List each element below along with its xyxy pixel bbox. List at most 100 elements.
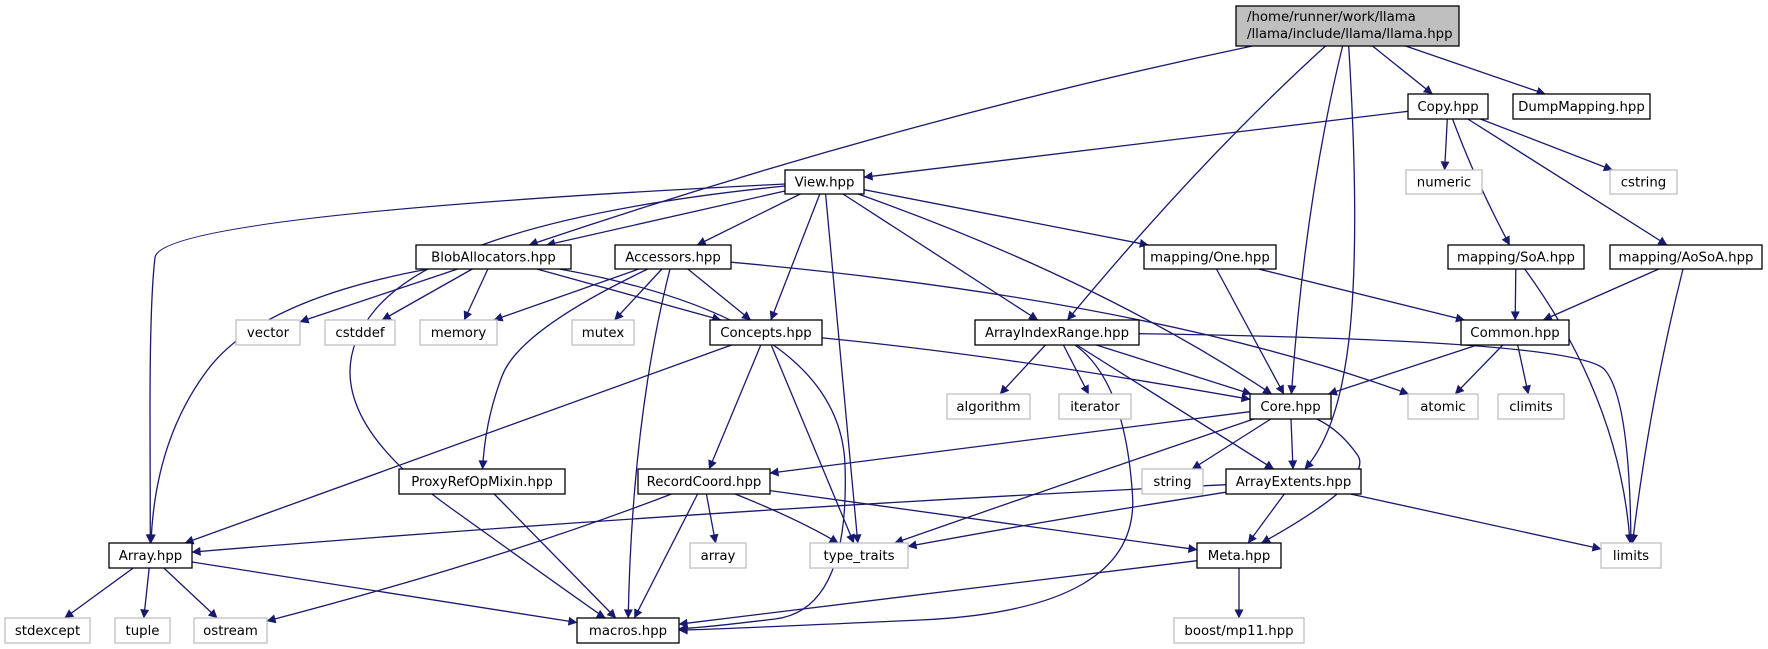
node-meta-hpp-label: Meta.hpp <box>1208 549 1271 564</box>
node-accessors-hpp-label: Accessors.hpp <box>625 251 721 266</box>
node-atomic[interactable]: atomic <box>1407 393 1479 420</box>
node-mutex[interactable]: mutex <box>571 319 635 346</box>
node-algorithm-label: algorithm <box>956 400 1020 415</box>
edge-air-to-core <box>1096 344 1252 396</box>
node-cstring[interactable]: cstring <box>1609 169 1678 195</box>
node-view-hpp-label: View.hpp <box>795 176 855 191</box>
edge-blob-to-vector <box>299 268 458 324</box>
node-llama-hpp-line2: /llama/include/llama/llama.hpp <box>1247 27 1453 42</box>
node-arrayextents-hpp[interactable]: ArrayExtents.hpp <box>1225 468 1362 495</box>
edge-view-to-core <box>857 193 1273 395</box>
node-iterator[interactable]: iterator <box>1058 393 1132 420</box>
node-algorithm[interactable]: algorithm <box>946 393 1031 420</box>
node-arrayindexrange-hpp[interactable]: ArrayIndexRange.hpp <box>974 319 1140 346</box>
edge-recordcoord-to-array <box>705 493 719 544</box>
edge-core-to-string <box>1191 418 1272 470</box>
node-cstddef[interactable]: cstddef <box>324 319 396 346</box>
edge-array_hpp-to-stdexcept <box>64 567 134 619</box>
node-meta-hpp[interactable]: Meta.hpp <box>1196 542 1282 569</box>
edge-root-to-dump <box>1405 45 1546 96</box>
node-mapping-one-hpp[interactable]: mapping/One.hpp <box>1143 244 1277 270</box>
edge-concepts-to-core <box>821 337 1251 403</box>
node-memory[interactable]: memory <box>419 319 498 346</box>
edge-extents-to-type_traits <box>907 491 1227 550</box>
edge-blob-to-array_hpp <box>146 268 429 544</box>
edge-mapone-to-common <box>1258 268 1465 323</box>
edge-extents-to-meta <box>1247 493 1285 544</box>
node-accessors-hpp[interactable]: Accessors.hpp <box>614 244 732 270</box>
node-macros-hpp[interactable]: macros.hpp <box>576 617 680 644</box>
node-limits[interactable]: limits <box>1600 542 1662 569</box>
edge-view-to-concepts <box>769 193 821 321</box>
node-view-hpp[interactable]: View.hpp <box>784 169 865 195</box>
edge-mapsoa-to-common <box>1510 268 1520 321</box>
edge-mapaosoa-to-limits <box>1629 268 1684 544</box>
node-dumpmapping-hpp-label: DumpMapping.hpp <box>1518 100 1645 115</box>
node-type-traits[interactable]: type_traits <box>809 542 909 569</box>
node-stdexcept-label: stdexcept <box>15 624 80 639</box>
node-proxyrefopmixin-hpp[interactable]: ProxyRefOpMixin.hpp <box>398 468 566 495</box>
node-mutex-label: mutex <box>582 326 625 341</box>
node-core-hpp[interactable]: Core.hpp <box>1249 393 1332 420</box>
edge-air-to-limits <box>1138 333 1636 544</box>
node-recordcoord-hpp[interactable]: RecordCoord.hpp <box>637 468 771 495</box>
node-common-hpp[interactable]: Common.hpp <box>1460 319 1570 346</box>
node-common-hpp-label: Common.hpp <box>1470 326 1559 341</box>
edge-view-to-accessors <box>696 193 801 246</box>
node-concepts-hpp-label: Concepts.hpp <box>720 326 811 341</box>
node-mapping-one-hpp-label: mapping/One.hpp <box>1150 251 1270 266</box>
edge-copy-to-numeric <box>1440 118 1450 171</box>
node-array-hpp[interactable]: Array.hpp <box>108 542 193 569</box>
edge-view-to-mapone <box>863 189 1149 248</box>
node-climits-label: climits <box>1509 400 1553 415</box>
edge-root-to-blob <box>528 45 1253 247</box>
node-type-traits-label: type_traits <box>823 549 894 564</box>
edge-accessors-to-concepts <box>687 268 752 321</box>
edge-mapone-to-core <box>1215 268 1285 395</box>
edge-concepts-to-type_traits <box>770 344 855 544</box>
node-mapping-soa-hpp[interactable]: mapping/SoA.hpp <box>1447 244 1585 270</box>
edge-array_hpp-to-ostream <box>163 567 218 619</box>
node-vector[interactable]: vector <box>235 319 301 346</box>
node-ostream-label: ostream <box>203 624 258 639</box>
node-arrayextents-hpp-label: ArrayExtents.hpp <box>1236 475 1352 490</box>
edge-root-to-air <box>1066 45 1326 321</box>
node-concepts-hpp[interactable]: Concepts.hpp <box>709 319 823 346</box>
node-string-label: string <box>1153 475 1191 490</box>
node-mapping-soa-hpp-label: mapping/SoA.hpp <box>1457 251 1575 266</box>
node-climits[interactable]: climits <box>1497 393 1565 420</box>
node-numeric[interactable]: numeric <box>1405 169 1483 195</box>
edge-concepts-to-recordcoord <box>708 344 762 470</box>
node-boost-mp11-hpp[interactable]: boost/mp11.hpp <box>1173 617 1305 644</box>
node-memory-label: memory <box>431 326 487 341</box>
node-mapping-aosoa-hpp-label: mapping/AoSoA.hpp <box>1619 251 1754 266</box>
node-mapping-aosoa-hpp[interactable]: mapping/AoSoA.hpp <box>1609 244 1763 270</box>
edge-blob-to-concepts <box>536 268 722 323</box>
node-dumpmapping-hpp[interactable]: DumpMapping.hpp <box>1512 93 1651 120</box>
node-llama-hpp[interactable]: /home/runner/work/llama /llama/include/l… <box>1235 5 1460 47</box>
node-stdexcept[interactable]: stdexcept <box>4 617 91 644</box>
node-tuple[interactable]: tuple <box>114 617 171 644</box>
edge-blob-to-cstddef <box>381 268 473 321</box>
node-blobpallocators-hpp[interactable]: BlobAllocators.hpp <box>415 244 572 270</box>
node-cstddef-label: cstddef <box>335 326 385 341</box>
edge-air-to-algorithm <box>999 344 1046 395</box>
edge-meta-to-macros <box>678 560 1198 628</box>
edge-extents-to-array_hpp <box>191 484 1227 556</box>
node-numeric-label: numeric <box>1417 176 1471 191</box>
node-string[interactable]: string <box>1141 468 1204 495</box>
edge-root-to-copy <box>1372 45 1433 95</box>
edge-view-to-air <box>842 193 1039 321</box>
edge-accessors-to-atomic <box>730 261 1410 396</box>
node-copy-hpp[interactable]: Copy.hpp <box>1407 93 1489 120</box>
node-array[interactable]: array <box>689 542 747 569</box>
edge-core-to-recordcoord <box>769 411 1251 477</box>
edge-view-to-type_traits <box>824 193 862 544</box>
edge-recordcoord-to-ostream <box>266 493 672 624</box>
edge-view-to-array_hpp <box>145 183 786 544</box>
node-macros-hpp-label: macros.hpp <box>589 624 667 639</box>
node-iterator-label: iterator <box>1070 400 1120 415</box>
node-ostream[interactable]: ostream <box>193 617 268 644</box>
edge-common-to-climits <box>1517 344 1531 395</box>
